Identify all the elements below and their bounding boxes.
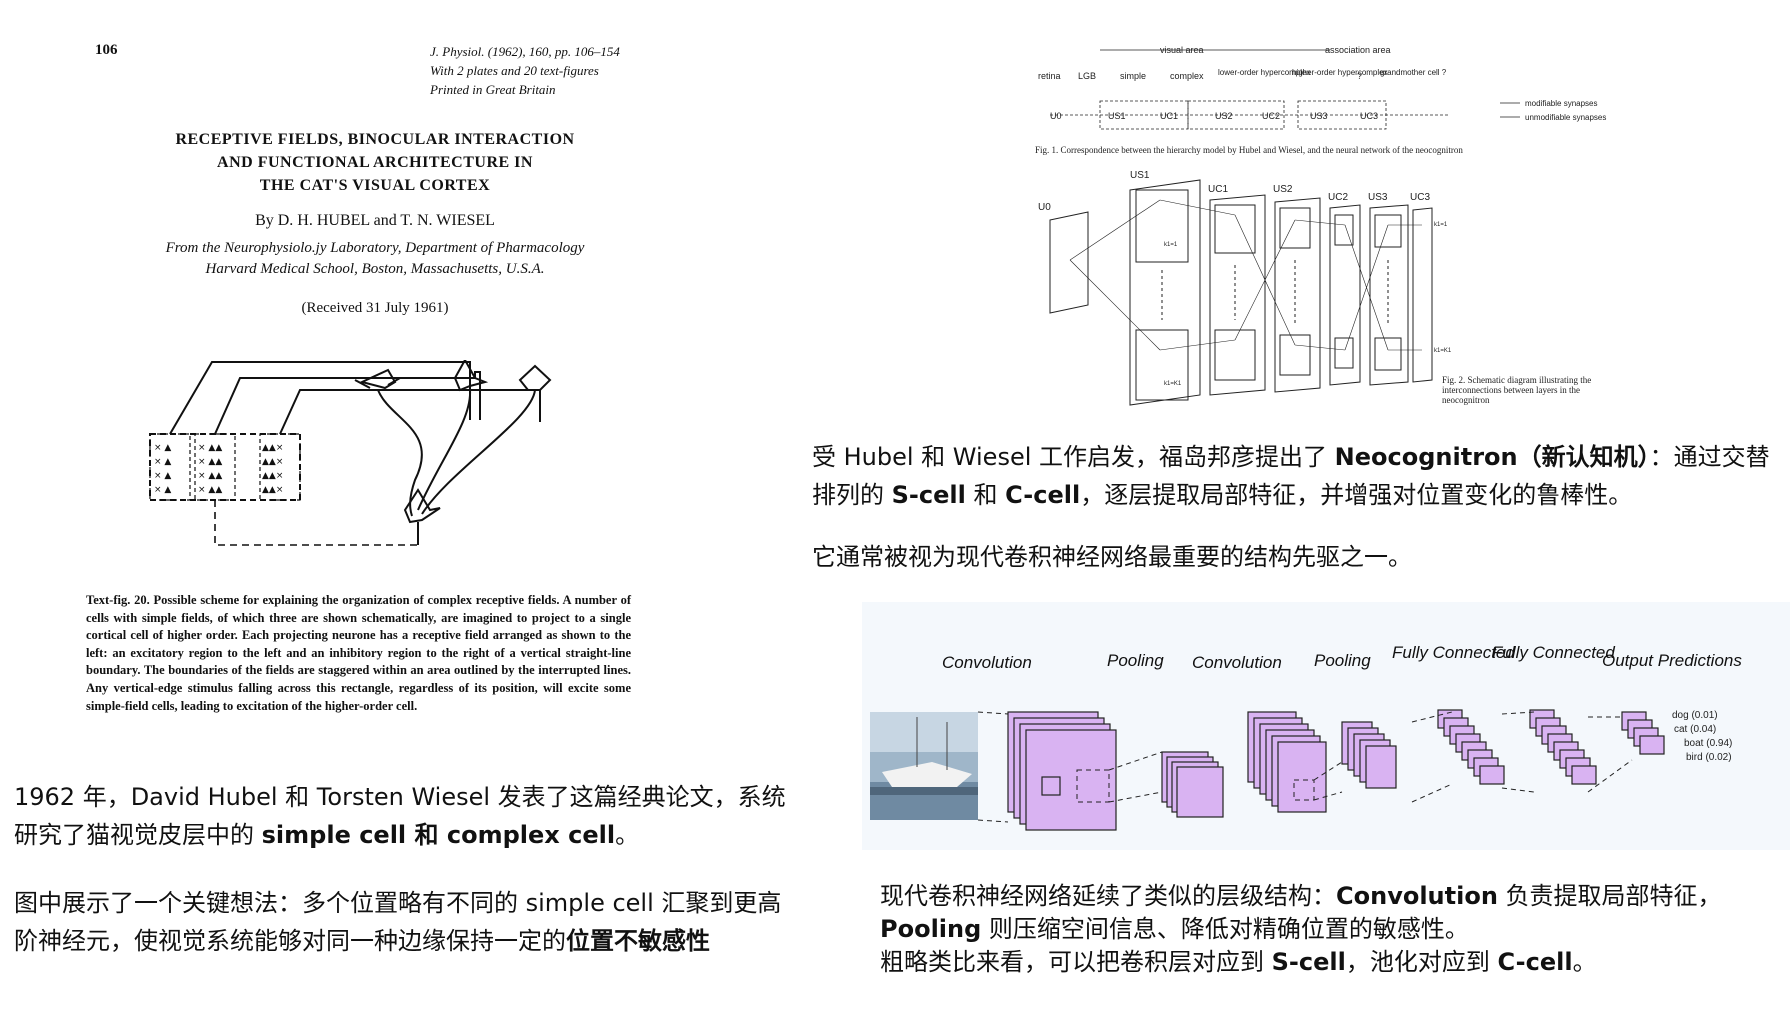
association-area-label: association area: [1325, 45, 1391, 55]
svg-text:k1=K1: k1=K1: [1434, 348, 1452, 354]
feature-map: [1176, 766, 1224, 818]
paper-affiliation: From the Neurophysiolo.jy Laboratory, De…: [95, 238, 655, 280]
svg-text:UC2: UC2: [1262, 111, 1280, 121]
svg-text:?: ?: [1357, 71, 1362, 81]
svg-text:U0: U0: [1050, 111, 1062, 121]
feature-map: [1571, 765, 1597, 785]
journal-line: J. Physiol. (1962), 160, pp. 106–154: [430, 44, 620, 59]
complex-cell-schematic: × ▲ × ▲ × ▲ × ▲ × ▲▲ × ▲▲ × ▲▲ × ▲▲ ▲▲× ▲▲× ▲▲× ▲…: [149, 360, 552, 546]
page-number: 106: [95, 42, 118, 58]
svg-text:UC2: UC2: [1328, 192, 1348, 203]
layer-u0: [1049, 211, 1089, 314]
stack-fc-1: [1437, 709, 1505, 785]
label-convolution-1: Convolution: [942, 653, 1032, 672]
svg-text:simple: simple: [1120, 71, 1146, 81]
feature-map: [1639, 735, 1665, 755]
stack-output: [1621, 711, 1665, 755]
journal-line: Printed in Great Britain: [430, 82, 556, 97]
title-line: AND FUNCTIONAL ARCHITECTURE IN: [217, 154, 533, 171]
output-boat: boat (0.94): [1684, 738, 1732, 749]
stack-conv-2: [1247, 711, 1327, 813]
svg-text:complex: complex: [1170, 71, 1204, 81]
visual-area-label: visual area: [1160, 45, 1204, 55]
feature-map: [1365, 745, 1397, 789]
svg-text:▲▲×: ▲▲×: [262, 485, 283, 495]
affiliation-line: Harvard Medical School, Boston, Massachu…: [205, 261, 545, 277]
neocognitron-fig1: visual area association area retina LGB …: [1035, 45, 1606, 155]
svg-text:k1=1: k1=1: [1164, 242, 1178, 248]
neocognitron-fig2: U0 US1 UC1 US2 UC2 US3 UC3 k1=1 k1=K1 k1…: [1038, 170, 1592, 406]
input-image: [870, 712, 978, 820]
journal-line: With 2 plates and 20 text-figures: [430, 63, 599, 78]
paper-authors: By D. H. HUBEL and T. N. WIESEL: [255, 212, 495, 229]
svg-text:U0: U0: [1038, 202, 1051, 213]
svg-text:higher-order hypercomplex: higher-order hypercomplex: [1292, 68, 1388, 77]
svg-text:UC1: UC1: [1160, 111, 1178, 121]
output-bird: bird (0.02): [1686, 752, 1732, 763]
label-output-predictions: Output Predictions: [1602, 651, 1742, 670]
fig2-caption: Fig. 2. Schematic diagram illustrating t…: [1442, 375, 1592, 405]
svg-text:▲▲×: ▲▲×: [262, 471, 283, 481]
figure-caption: Text-fig. 20. Possible scheme for explai…: [86, 593, 631, 713]
right-paragraph-2: 它通常被视为现代卷积神经网络最重要的结构先驱之一。: [812, 543, 1412, 571]
svg-text:UC3: UC3: [1360, 111, 1378, 121]
kernel-window: [1041, 776, 1061, 796]
svg-text:retina: retina: [1038, 71, 1061, 81]
svg-text:k1=K1: k1=K1: [1164, 381, 1182, 387]
svg-text:US1: US1: [1130, 170, 1150, 181]
fig1-caption: Fig. 1. Correspondence between the hiera…: [1035, 145, 1463, 155]
title-line: THE CAT'S VISUAL CORTEX: [259, 177, 491, 194]
svg-text:US2: US2: [1273, 184, 1293, 195]
output-dog: dog (0.01): [1672, 710, 1718, 721]
label-pooling-2: Pooling: [1314, 651, 1371, 670]
stack-pool-2: [1341, 721, 1397, 789]
svg-text:× ▲: × ▲: [154, 485, 171, 495]
title-line: RECEPTIVE FIELDS, BINOCULAR INTERACTION: [175, 131, 575, 148]
svg-text:× ▲: × ▲: [154, 443, 171, 453]
svg-text:k1=1: k1=1: [1434, 222, 1448, 228]
stack-conv-1: [1007, 711, 1117, 831]
svg-text:× ▲▲: × ▲▲: [198, 457, 222, 467]
svg-text:× ▲: × ▲: [154, 457, 171, 467]
label-convolution-2: Convolution: [1192, 653, 1282, 672]
feature-map: [1277, 741, 1327, 813]
stack-pool-1: [1161, 751, 1224, 818]
svg-text:US2: US2: [1215, 111, 1233, 121]
right-paragraph-4: 粗略类比来看，可以把卷积层对应到 S-cell，池化对应到 C-cell。: [880, 948, 1597, 976]
right-paragraph-3: 现代卷积神经网络延续了类似的层级结构：Convolution 负责提取局部特征，…: [880, 882, 1722, 943]
right-paragraph-1: 受 Hubel 和 Wiesel 工作启发，福岛邦彦提出了 Neocognitr…: [812, 443, 1770, 509]
svg-text:× ▲▲: × ▲▲: [198, 471, 222, 481]
cnn-architecture-diagram: Convolution Pooling Convolution Pooling …: [862, 602, 1790, 850]
stack-fc-2: [1529, 709, 1597, 785]
svg-text:× ▲▲: × ▲▲: [198, 443, 222, 453]
output-cat: cat (0.04): [1674, 724, 1716, 735]
svg-text:lower-order hypercomplex: lower-order hypercomplex: [1218, 68, 1310, 77]
journal-reference: J. Physiol. (1962), 160, pp. 106–154 Wit…: [430, 42, 620, 99]
feature-map: [1479, 765, 1505, 785]
legend-modifiable: modifiable synapses: [1525, 99, 1597, 108]
label-fully-connected-2: Fully Connected: [1492, 643, 1615, 662]
paper-received: (Received 31 July 1961): [301, 300, 449, 316]
left-paragraph-1: 1962 年，David Hubel 和 Torsten Wiesel 发表了这…: [14, 783, 786, 849]
feature-map: [1025, 729, 1117, 831]
paper-title: RECEPTIVE FIELDS, BINOCULAR INTERACTION …: [95, 128, 655, 197]
legend-unmodifiable: unmodifiable synapses: [1525, 113, 1606, 122]
svg-text:LGB: LGB: [1078, 71, 1096, 81]
svg-text:grandmother cell ?: grandmother cell ?: [1380, 68, 1447, 77]
svg-text:× ▲: × ▲: [154, 471, 171, 481]
affiliation-line: From the Neurophysiolo.jy Laboratory, De…: [165, 240, 585, 256]
left-paragraph-2: 图中展示了一个关键想法：多个位置略有不同的 simple cell 汇聚到更高阶…: [14, 889, 782, 955]
svg-text:UC3: UC3: [1410, 192, 1430, 203]
svg-text:▲▲×: ▲▲×: [262, 443, 283, 453]
svg-text:UC1: UC1: [1208, 184, 1228, 195]
svg-text:US1: US1: [1108, 111, 1126, 121]
svg-text:× ▲▲: × ▲▲: [198, 485, 222, 495]
svg-text:US3: US3: [1368, 192, 1388, 203]
svg-text:US3: US3: [1310, 111, 1328, 121]
svg-text:▲▲×: ▲▲×: [262, 457, 283, 467]
label-fully-connected-1: Fully Connected: [1392, 643, 1515, 662]
label-pooling-1: Pooling: [1107, 651, 1164, 670]
